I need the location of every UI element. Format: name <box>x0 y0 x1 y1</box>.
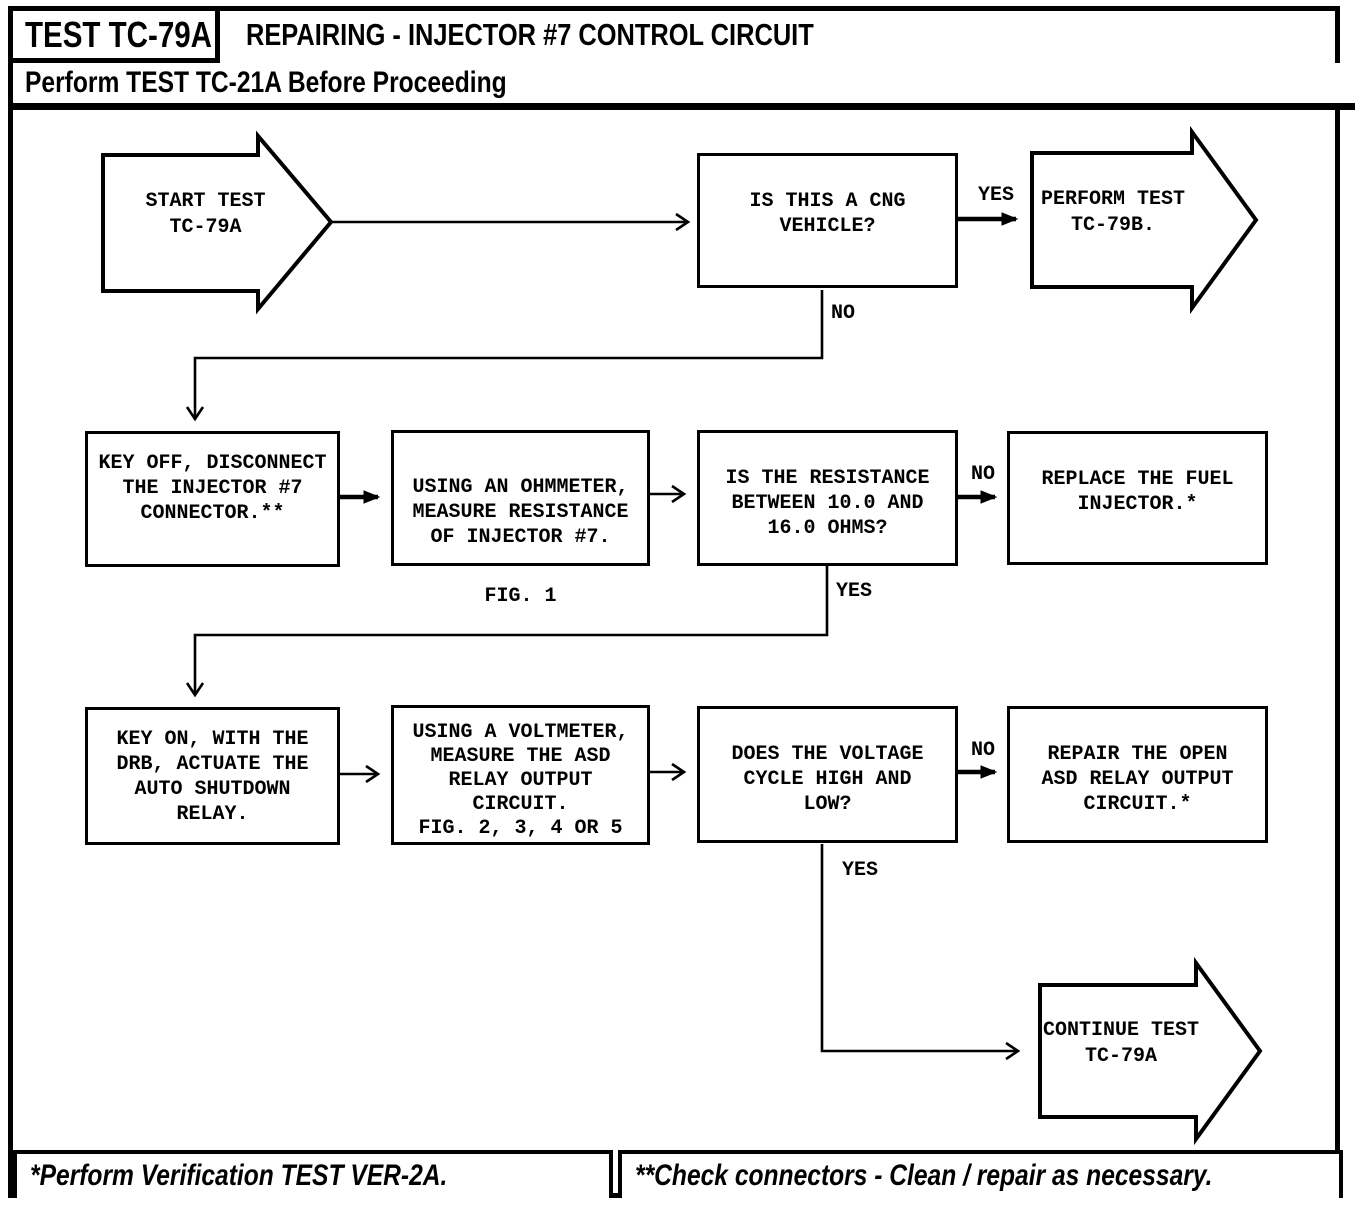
footer-note-verification: *Perform Verification TEST VER-2A. <box>13 1150 614 1198</box>
perform-79b-label: PERFORM TEST TC-79B. <box>1040 188 1186 237</box>
node-replace-injector: REPLACE THE FUEL INJECTOR.* <box>1007 431 1268 565</box>
page-subtitle-bar: Perform TEST TC-21A Before Proceeding <box>13 63 1355 110</box>
node-ohmmeter-text: USING AN OHMMETER, MEASURE RESISTANCE OF… <box>412 476 629 549</box>
start-arrow-shape <box>101 130 334 315</box>
edge-voltage-yes <box>820 844 1021 1061</box>
label-no-resistance: NO <box>971 463 996 486</box>
edge-cng-no <box>185 290 824 422</box>
node-ohmmeter-fig: FIG. 1 <box>484 585 557 608</box>
page-subtitle: Perform TEST TC-21A Before Proceeding <box>25 66 507 99</box>
node-ohmmeter: USING AN OHMMETER, MEASURE RESISTANCE OF… <box>391 430 650 608</box>
start-arrow-label: START TEST TC-79A <box>145 190 266 239</box>
label-yes-voltage: YES <box>842 859 879 882</box>
label-yes-cng: YES <box>978 184 1015 207</box>
node-voltage-question: DOES THE VOLTAGE CYCLE HIGH AND LOW? <box>697 706 958 843</box>
node-key-off: KEY OFF, DISCONNECT THE INJECTOR #7 CONN… <box>85 431 340 567</box>
continue-test-label: CONTINUE TEST TC-79A <box>1042 1019 1200 1068</box>
label-no-cng: NO <box>831 302 856 325</box>
continue-arrow-shape <box>1038 956 1263 1146</box>
page-title: REPAIRING - INJECTOR #7 CONTROL CIRCUIT <box>246 17 814 52</box>
node-voltmeter: USING A VOLTMETER, MEASURE THE ASD RELAY… <box>391 705 650 845</box>
node-repair-circuit: REPAIR THE OPEN ASD RELAY OUTPUT CIRCUIT… <box>1007 706 1268 843</box>
test-id-box: TEST TC-79A <box>8 6 220 63</box>
footer-note-connectors: **Check connectors - Clean / repair as n… <box>617 1150 1343 1198</box>
label-no-voltage: NO <box>971 739 996 762</box>
footer-notes: *Perform Verification TEST VER-2A. **Che… <box>13 1150 1343 1198</box>
node-resistance-question: IS THE RESISTANCE BETWEEN 10.0 AND 16.0 … <box>697 430 958 566</box>
perform-79b-arrow-shape <box>1030 125 1259 315</box>
edge-resistance-yes <box>185 566 829 698</box>
test-id-label: TEST TC-79A <box>25 13 212 55</box>
label-yes-resistance: YES <box>836 580 873 603</box>
node-key-on: KEY ON, WITH THE DRB, ACTUATE THE AUTO S… <box>85 707 340 845</box>
node-cng-question: IS THIS A CNG VEHICLE? <box>697 153 958 288</box>
